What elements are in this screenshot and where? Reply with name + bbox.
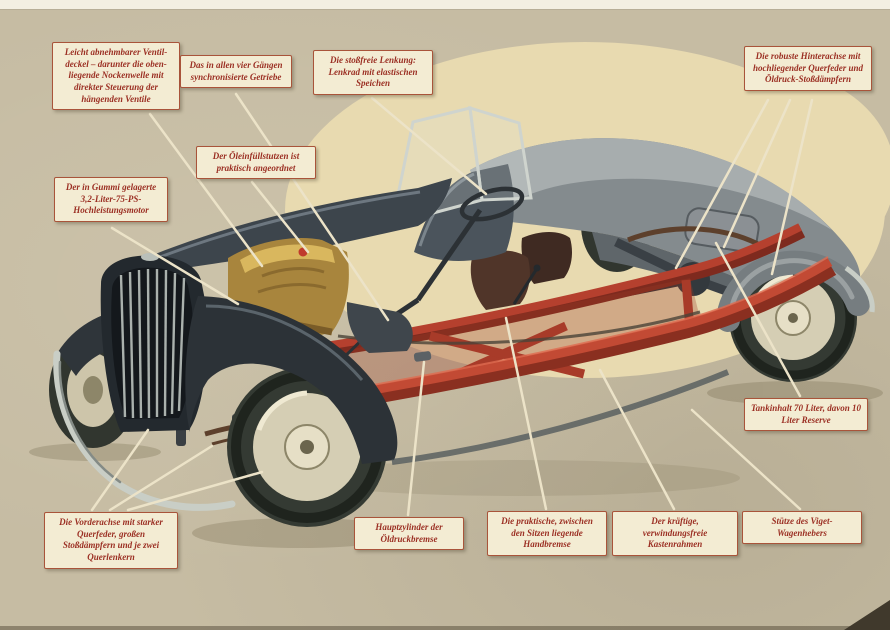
label-jack-support: Stütze des Viget-Wagenhebers: [742, 511, 862, 545]
leader-line: [722, 98, 792, 249]
leader-line: [714, 241, 802, 398]
leader-line: [90, 428, 150, 512]
leader-line: [110, 226, 240, 306]
leader-line: [126, 470, 264, 512]
rear-fender: [716, 250, 870, 332]
leader-line: [770, 98, 814, 276]
label-valve-cover: Leicht abnehmbarer Ventil-deckel – darun…: [52, 42, 180, 111]
page-corner-curl: [844, 600, 890, 630]
hood: [136, 178, 452, 276]
body-sill: [391, 369, 730, 465]
leader-line: [504, 316, 548, 511]
label-gearbox: Das in allen vier Gängen synchronisierte…: [180, 55, 292, 89]
rear-bumper: [844, 265, 875, 313]
leader-line: [598, 368, 676, 511]
label-fuel-tank: Tankinhalt 70 Liter, davon 10 Liter Rese…: [744, 398, 868, 432]
page-edge-top: [0, 0, 890, 10]
leader-line: [406, 360, 426, 517]
leader-line: [148, 112, 264, 268]
label-front-axle: Die Vorderachse mit starker Querfeder, g…: [44, 512, 178, 569]
leader-line: [674, 98, 770, 270]
gearbox: [346, 302, 413, 353]
front-wheel: [227, 367, 387, 527]
front-fender: [185, 296, 398, 464]
leader-line: [370, 96, 488, 196]
page-edge-bottom: [0, 626, 890, 630]
front-bumper: [53, 350, 236, 511]
label-rear-axle: Die robuste Hinterachse mit hochliegende…: [744, 46, 872, 92]
label-handbrake: Die praktische, zwischen den Sitzen lieg…: [487, 511, 607, 557]
label-engine: Der in Gummi gelagerte 3,2-Liter-75-PS-H…: [54, 177, 168, 223]
label-brake-master-cylinder: Hauptzylinder der Öldruckbremse: [354, 517, 464, 551]
leader-line: [250, 180, 310, 254]
leader-lines: [90, 92, 814, 517]
label-box-frame: Der kräftige, verwindungsfreie Kastenrah…: [612, 511, 738, 557]
leader-line: [690, 408, 802, 511]
label-oil-filler: Der Öleinfüllstutzen ist praktisch angeo…: [196, 146, 316, 180]
radiator-grille: [100, 253, 208, 432]
handbrake-lever: [512, 264, 541, 305]
leader-line: [108, 444, 214, 512]
brake-master-cylinder: [413, 351, 432, 362]
label-steering: Die stoßfreie Lenkung: Lenkrad mit elast…: [313, 50, 433, 96]
leader-line: [234, 92, 390, 322]
